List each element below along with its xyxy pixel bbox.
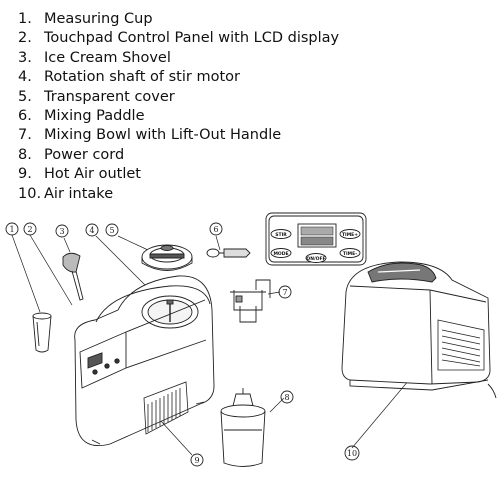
time-minus-button-label: TIME- — [343, 251, 357, 257]
callout-4: 4 — [89, 226, 94, 235]
measuring-cup — [32, 312, 52, 353]
parts-legend: 1.Measuring Cup 2.Touchpad Control Panel… — [18, 10, 488, 204]
legend-item: 4.Rotation shaft of stir motor — [18, 69, 240, 86]
air-intake-vents — [437, 319, 485, 371]
stir-button-label: STIR — [275, 232, 287, 238]
legend-item: 9.Hot Air outlet — [18, 166, 141, 183]
callout-circles — [5, 222, 360, 467]
callout-10: 10 — [347, 449, 357, 458]
callout-3: 3 — [59, 227, 64, 236]
transparent-cover — [141, 244, 193, 271]
ice-cream-machine-front — [74, 275, 215, 446]
ice-cream-machine-rear — [341, 261, 497, 399]
callout-5: 5 — [109, 226, 114, 235]
hot-air-outlet-vents — [143, 381, 189, 435]
callout-2: 2 — [27, 225, 32, 234]
callout-6: 6 — [213, 225, 218, 234]
callout-7: 7 — [282, 288, 287, 297]
control-panel-closeup — [265, 212, 367, 266]
legend-item: 6.Mixing Paddle — [18, 108, 145, 125]
legend-item: 2.Touchpad Control Panel with LCD displa… — [18, 30, 340, 47]
control-panel-labels: STIR TIME+ MODE TIME- ON/OFF — [273, 232, 358, 262]
time-plus-button-label: TIME+ — [342, 232, 358, 238]
callout-9: 9 — [194, 456, 199, 465]
legend-item: 1.Measuring Cup — [18, 11, 153, 27]
mixing-bowl-lower — [220, 388, 266, 467]
mixing-bowl-handle — [230, 279, 271, 323]
legend-item: 7.Mixing Bowl with Lift-Out Handle — [18, 127, 282, 144]
legend-item: 8.Power cord — [18, 146, 125, 163]
callout-numbers: 1 2 3 4 5 6 7 8 9 10 — [9, 225, 357, 465]
ice-cream-shovel — [62, 252, 84, 301]
callout-1: 1 — [9, 225, 14, 234]
legend-item: 3.Ice Cream Shovel — [18, 49, 171, 66]
on-off-button-label: ON/OFF — [306, 256, 325, 262]
legend-item: 5.Transparent cover — [18, 88, 175, 105]
mode-button-label: MODE — [273, 251, 288, 257]
mixing-paddle — [206, 248, 251, 258]
legend-item: 10.Air intake — [18, 185, 114, 202]
callout-8: 8 — [284, 393, 289, 402]
